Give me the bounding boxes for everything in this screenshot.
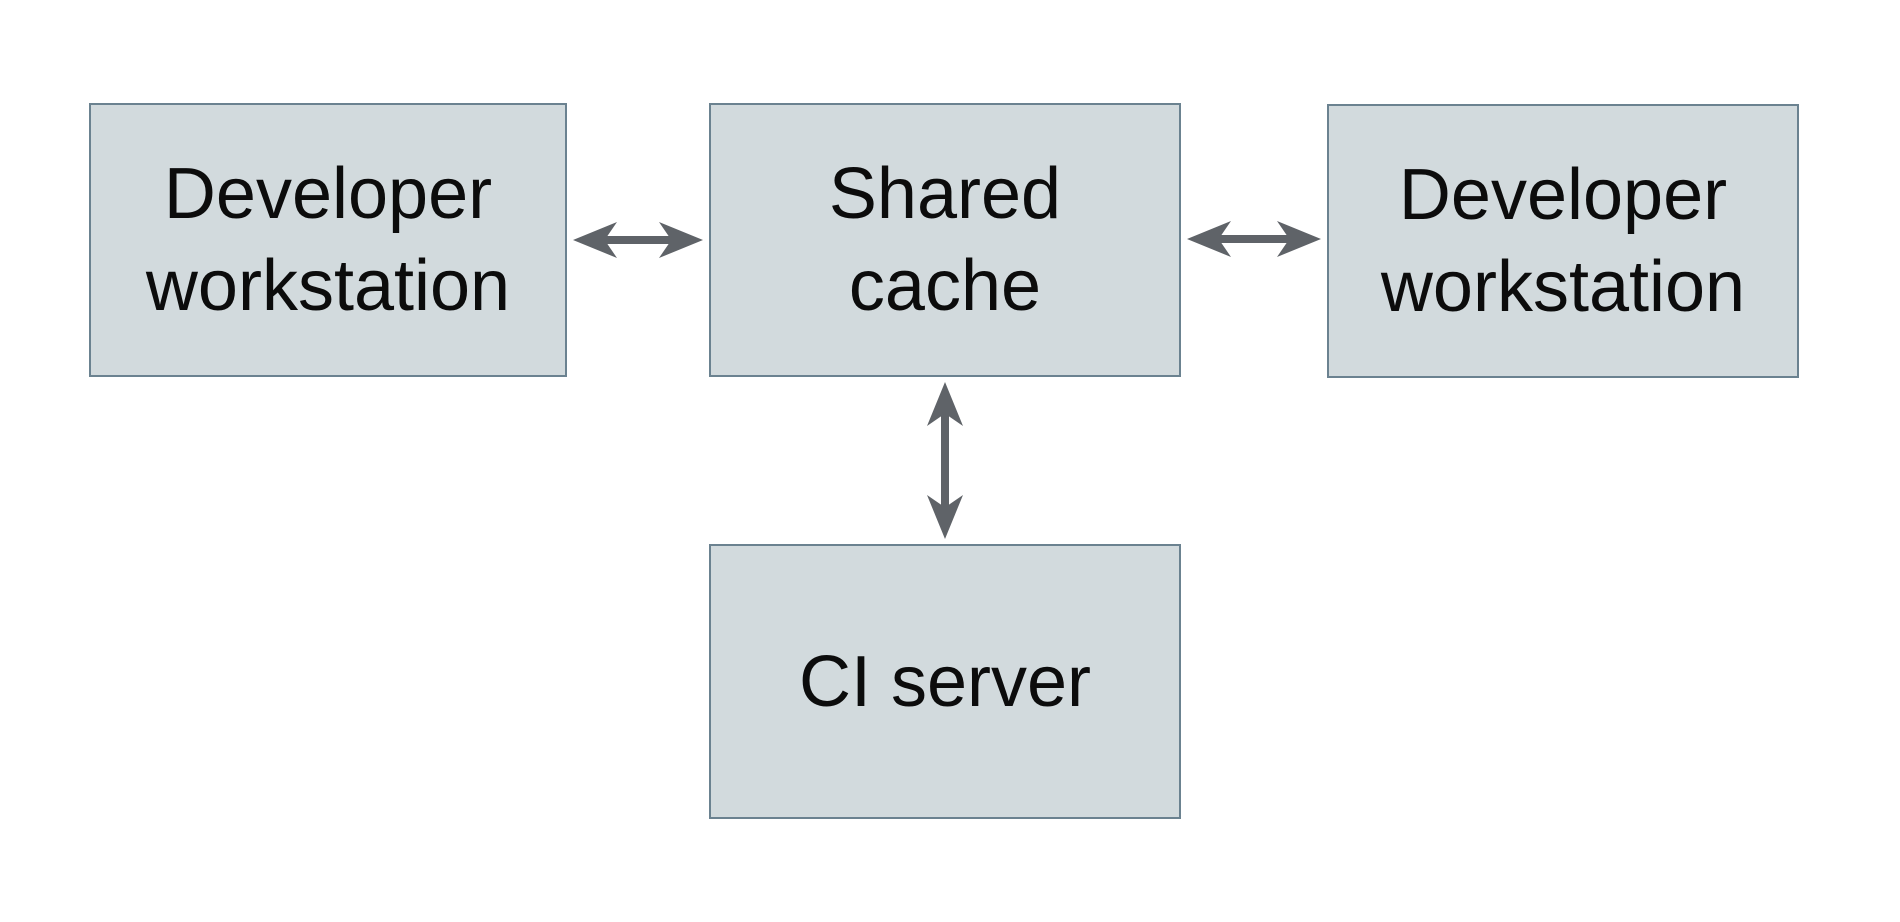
node-label-line: cache bbox=[848, 246, 1042, 326]
node-label-line: Developer bbox=[1398, 155, 1728, 235]
node-label-line: Shared bbox=[828, 154, 1062, 234]
node-developer-workstation-left: Developer workstation bbox=[89, 103, 567, 377]
node-shared-cache: Shared cache bbox=[709, 103, 1181, 377]
node-developer-workstation-right: Developer workstation bbox=[1327, 104, 1799, 378]
node-label-line: CI server bbox=[798, 641, 1092, 722]
node-ci-server: CI server bbox=[709, 544, 1181, 819]
node-label-line: workstation bbox=[1380, 247, 1746, 327]
node-label-line: Developer bbox=[163, 154, 493, 234]
node-label-line: workstation bbox=[145, 246, 511, 326]
